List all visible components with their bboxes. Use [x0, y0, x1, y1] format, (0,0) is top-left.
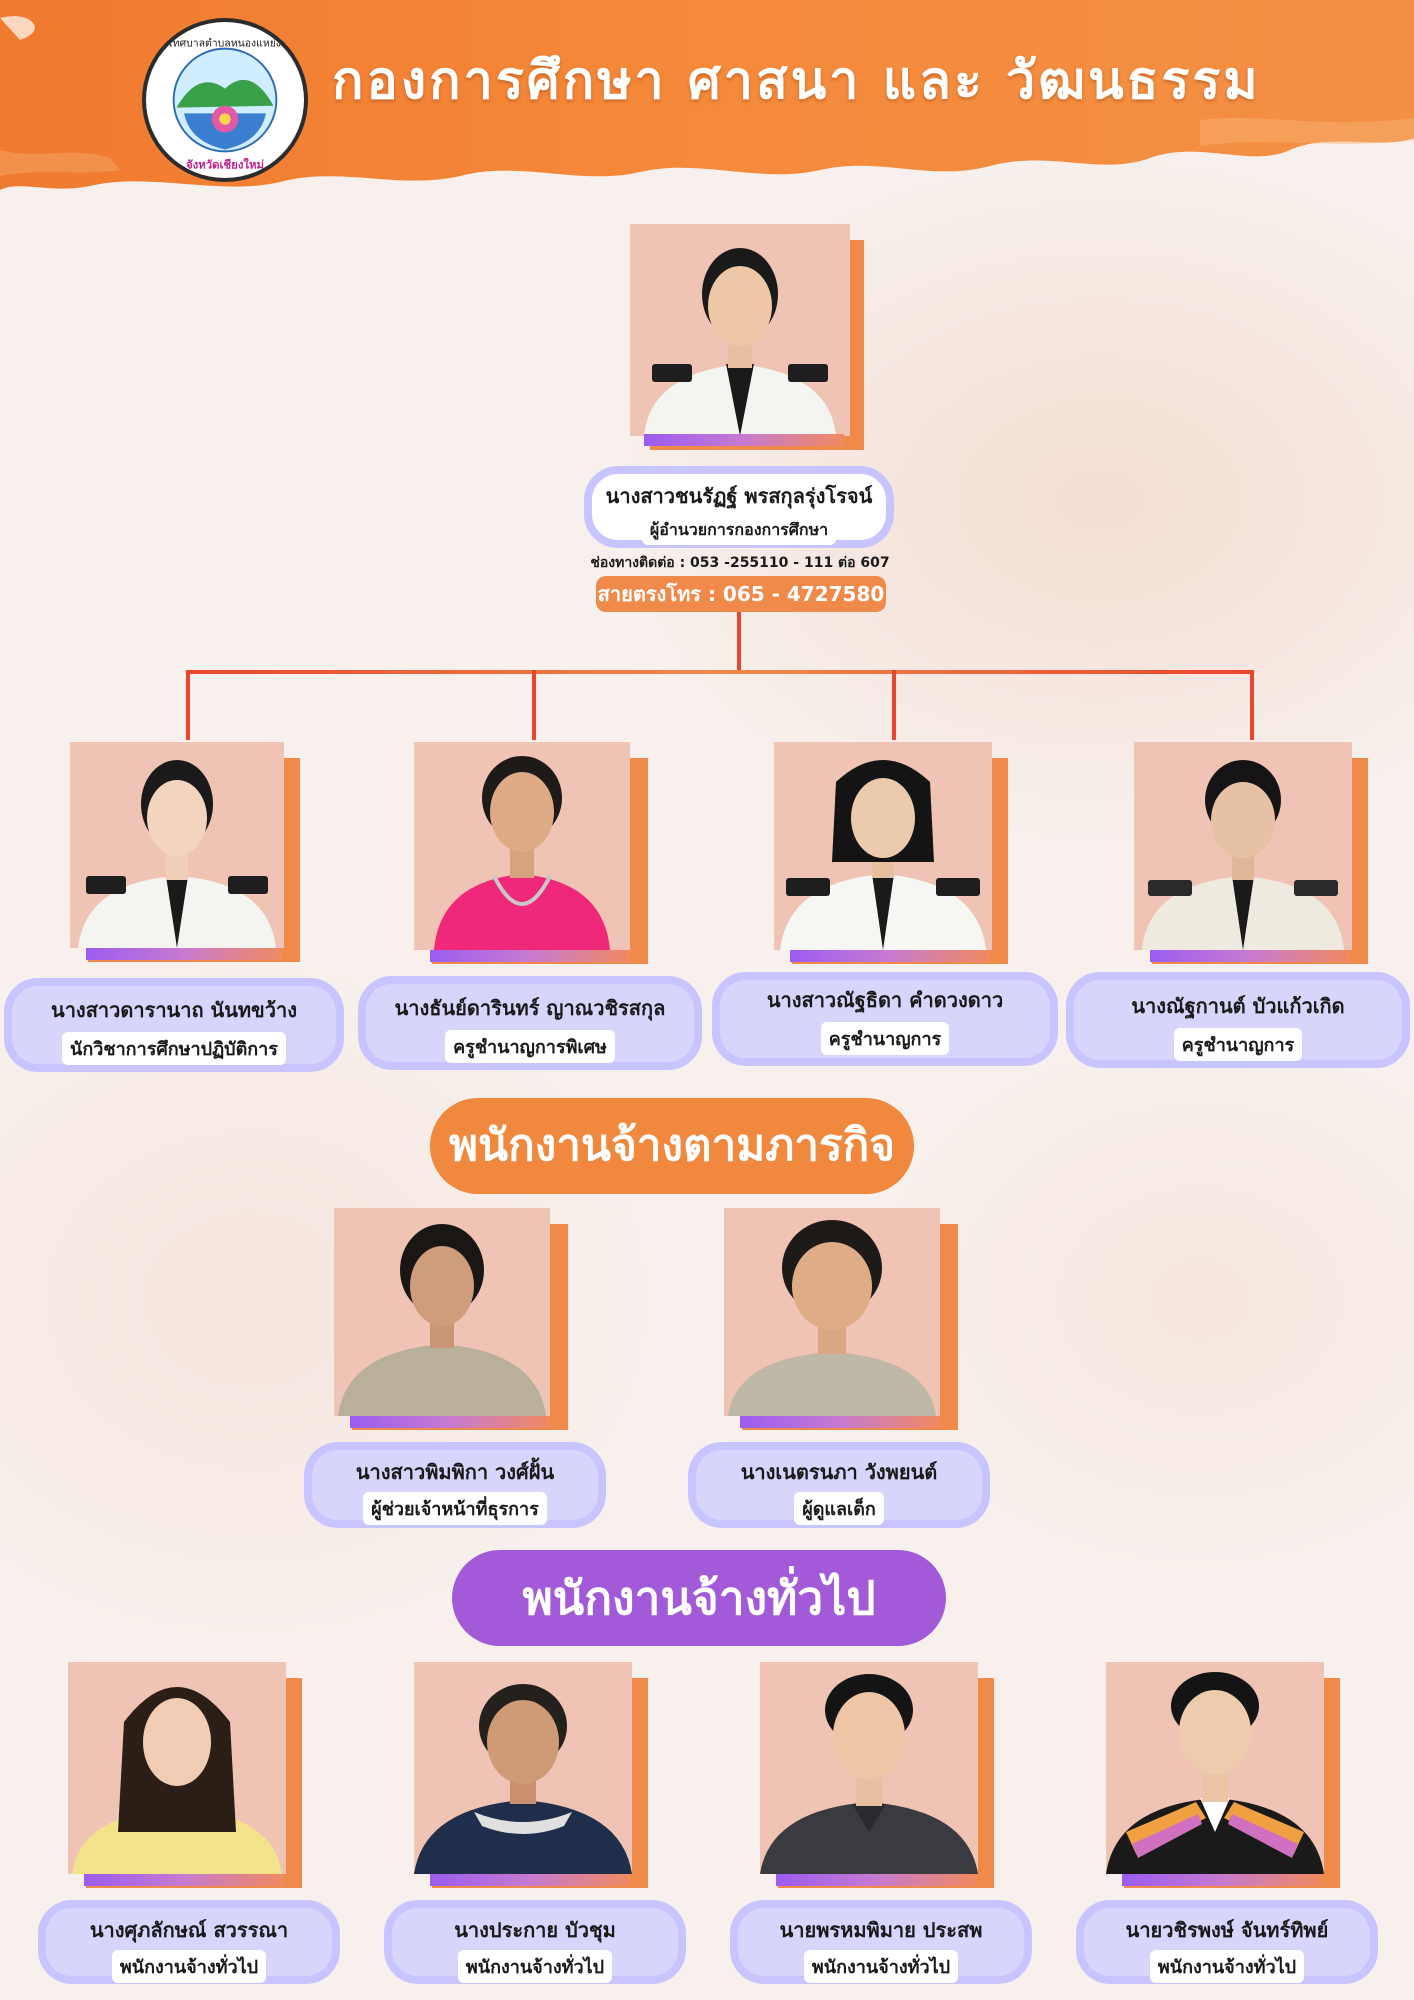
- staff-card-3: นางสาวณัฐธิดา คำดวงดาว ครูชำนาญการ: [712, 972, 1058, 1066]
- general-staff-name: นางศุภลักษณ์ สวรรณา: [89, 1918, 289, 1942]
- mission-staff-name: นางสาวพิมพิกา วงศ์ฝั้น: [355, 1460, 555, 1484]
- person-portrait-icon: [414, 742, 630, 950]
- general-staff-position: พนักงานจ้างทั่วไป: [803, 1950, 959, 1983]
- general-card-2: นางประกาย บัวชุม พนักงานจ้างทั่วไป: [384, 1900, 686, 1984]
- director-card: นางสาวชนรัฏฐ์ พรสกุลรุ่งโรจน์ ผู้อำนวยกา…: [584, 466, 894, 548]
- staff-position: ครูชำนาญการ: [1173, 1028, 1303, 1061]
- mission-photo-1: [334, 1208, 568, 1430]
- director-name: นางสาวชนรัฏฐ์ พรสกุลรุ่งโรจน์: [605, 484, 873, 508]
- staff-name: นางสาวดารานาถ นันทขว้าง: [51, 998, 297, 1022]
- section-mission-label: พนักงานจ้างตามภารกิจ: [430, 1098, 914, 1194]
- mission-card-1: นางสาวพิมพิกา วงศ์ฝั้น ผู้ช่วยเจ้าหน้าที…: [304, 1442, 606, 1528]
- staff-card-4: นางณัฐกานต์ บัวแก้วเกิด ครูชำนาญการ: [1066, 972, 1410, 1068]
- general-photo-4: [1106, 1662, 1340, 1888]
- page-title: กองการศึกษา ศาสนา และ วัฒนธรรม: [332, 51, 1261, 111]
- staff-position: นักวิชาการศึกษาปฏิบัติการ: [62, 1032, 286, 1065]
- general-photo-3: [760, 1662, 994, 1888]
- tree-connector: [1250, 670, 1254, 740]
- mission-photo-2: [724, 1208, 958, 1430]
- staff-photo-2: [414, 742, 648, 964]
- general-staff-position: พนักงานจ้างทั่วไป: [1149, 1950, 1305, 1983]
- section-general-label: พนักงานจ้างทั่วไป: [452, 1550, 946, 1646]
- mission-staff-position: ผู้ดูแลเด็ก: [794, 1492, 884, 1525]
- staff-name: นางสาวณัฐธิดา คำดวงดาว: [766, 988, 1004, 1012]
- person-portrait-icon: [724, 1208, 940, 1416]
- tree-connector: [186, 670, 190, 740]
- person-portrait-icon: [414, 1662, 632, 1874]
- staff-photo-4: [1134, 742, 1368, 964]
- tree-connector: [892, 670, 896, 740]
- general-photo-1: [68, 1662, 302, 1888]
- mission-staff-position: ผู้ช่วยเจ้าหน้าที่ธุรการ: [363, 1492, 547, 1525]
- staff-photo-1: [70, 742, 300, 962]
- mission-staff-name: นางเนตรนภา วังพยนต์: [740, 1460, 938, 1484]
- person-portrait-icon: [334, 1208, 550, 1416]
- general-staff-name: นายวชิรพงษ์ จันทร์ทิพย์: [1125, 1918, 1329, 1942]
- director-position: ผู้อำนวยการกองการศึกษา: [641, 516, 837, 545]
- person-portrait-icon: [630, 224, 850, 436]
- general-card-3: นายพรหมพิมาย ประสพ พนักงานจ้างทั่วไป: [730, 1900, 1032, 1984]
- banner-brush-shape: [0, 0, 1414, 190]
- staff-card-1: นางสาวดารานาถ นันทขว้าง นักวิชาการศึกษาป…: [4, 978, 344, 1072]
- person-portrait-icon: [774, 742, 992, 950]
- staff-name: นางณัฐกานต์ บัวแก้วเกิด: [1131, 994, 1345, 1018]
- general-staff-name: นางประกาย บัวชุม: [454, 1918, 616, 1942]
- seal-text-top: เทศบาลตำบลหนองแหย่ง: [169, 38, 281, 50]
- staff-photo-3: [774, 742, 1008, 964]
- director-hotline: สายตรงโทร : 065 - 4727580: [596, 576, 886, 612]
- general-card-4: นายวชิรพงษ์ จันทร์ทิพย์ พนักงานจ้างทั่วไ…: [1076, 1900, 1378, 1984]
- seal-emblem-icon: เทศบาลตำบลหนองแหย่ง จังหวัดเชียงใหม่: [148, 23, 302, 177]
- tree-connector: [532, 670, 536, 740]
- seal-text-bottom: จังหวัดเชียงใหม่: [186, 157, 264, 171]
- header-banner: เทศบาลตำบลหนองแหย่ง จังหวัดเชียงใหม่ กอง…: [0, 0, 1414, 200]
- general-staff-position: พนักงานจ้างทั่วไป: [457, 1950, 613, 1983]
- staff-position: ครูชำนาญการ: [820, 1022, 950, 1055]
- general-photo-2: [414, 1662, 648, 1888]
- general-card-1: นางศุภลักษณ์ สวรรณา พนักงานจ้างทั่วไป: [38, 1900, 340, 1984]
- person-portrait-icon: [760, 1662, 978, 1874]
- director-photo: [630, 224, 864, 450]
- person-portrait-icon: [1134, 742, 1352, 950]
- general-staff-position: พนักงานจ้างทั่วไป: [111, 1950, 267, 1983]
- mission-card-2: นางเนตรนภา วังพยนต์ ผู้ดูแลเด็ก: [688, 1442, 990, 1528]
- general-staff-name: นายพรหมพิมาย ประสพ: [779, 1918, 983, 1942]
- director-contact: ช่องทางติดต่อ : 053 -255110 - 111 ต่อ 60…: [590, 555, 890, 571]
- person-portrait-icon: [68, 1662, 286, 1874]
- tree-connector: [186, 670, 1254, 674]
- staff-name: นางธันย์ดารินทร์ ญาณวชิรสกุล: [394, 996, 666, 1020]
- person-portrait-icon: [70, 742, 284, 948]
- person-portrait-icon: [1106, 1662, 1324, 1874]
- staff-position: ครูชำนาญการพิเศษ: [445, 1030, 615, 1063]
- tree-connector: [737, 612, 741, 672]
- municipality-seal: เทศบาลตำบลหนองแหย่ง จังหวัดเชียงใหม่: [142, 18, 308, 182]
- staff-card-2: นางธันย์ดารินทร์ ญาณวชิรสกุล ครูชำนาญการ…: [358, 976, 702, 1070]
